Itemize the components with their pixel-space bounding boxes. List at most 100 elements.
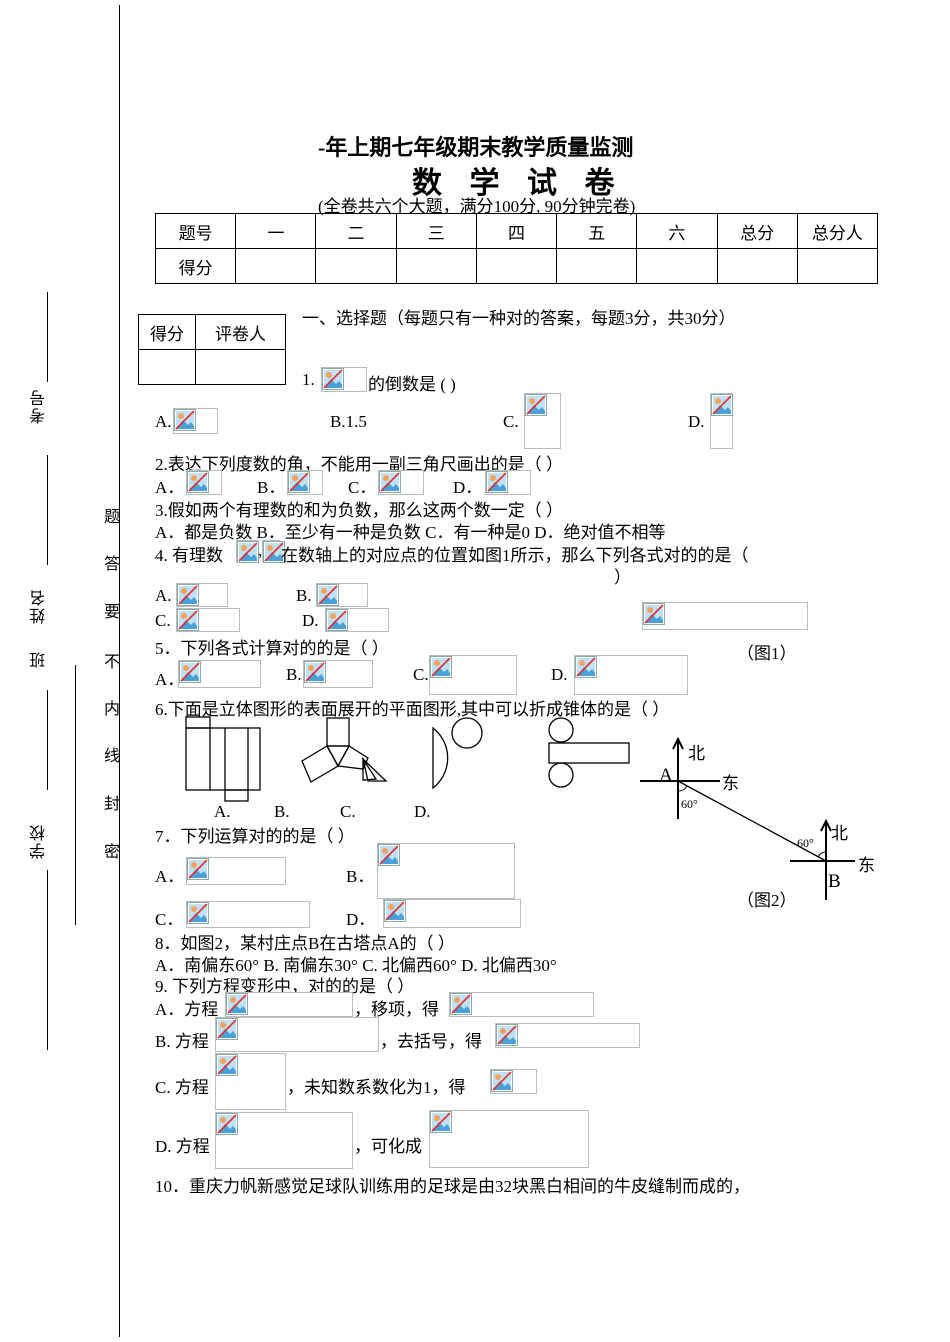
grader-score-label: 得分 [138,314,196,350]
score-cell[interactable] [475,248,558,284]
compass-point-b: B [828,871,841,892]
score-header: 四 [475,213,558,249]
q3-options: A．都是负数 B．至少有一种是负数 C．有一种是0 D．绝对值不相等 [155,523,666,542]
q5-option-d[interactable]: D. [551,665,568,684]
formula-image [178,660,261,688]
formula-image [429,655,517,695]
margin-line-blank-1 [47,292,48,382]
score-cell[interactable] [716,248,798,284]
score-header: 题号 [154,213,237,249]
net-figure-a [185,716,261,802]
compass-a-east: 东 [722,774,739,793]
q9-option-d-mid: ，可化成 [354,1137,422,1156]
q4-option-b[interactable]: B. [296,586,312,605]
q9-option-c-mid: ，未知数系数化为1，得 [287,1078,466,1097]
formula-image [262,540,280,562]
q6-stem: 6.下面是立体图形的表面展开的平面图形,其中可以折成锥体的是（ ） [155,700,670,719]
q5-stem: 5．下列各式计算对的的是（ ） [155,639,389,658]
score-cell[interactable] [235,248,317,284]
formula-image [325,608,389,632]
seal-char: 内 [103,701,120,718]
exam-subtitle: (全卷共六个大题，满分100分, 90分钟完卷) [318,197,636,216]
net-figure-b [301,717,388,783]
q9-option-b-pre: B. 方程 [155,1032,209,1051]
q10-stem: 10．重庆力帆新感觉足球队训练用的足球是由32块黑白相间的牛皮缝制而成的， [155,1177,750,1196]
q4-option-a[interactable]: A. [155,586,172,605]
q9-option-c-pre: C. 方程 [155,1078,209,1097]
score-header: 一 [235,213,317,249]
seal-char: 封 [103,796,120,813]
formula-image [176,608,240,632]
formula-image [186,470,222,495]
formula-image [186,857,286,885]
seal-char: 要 [103,604,120,621]
score-cell[interactable] [315,248,397,284]
margin-line-blank-3 [47,690,48,790]
exam-title-line1: -年上期七年级期末教学质量监测 [318,135,634,160]
q8-options: A．南偏东60° B. 南偏东30° C. 北偏西60° D. 北偏西30° [155,956,557,975]
seal-char: 线 [103,748,120,765]
q2-option-b[interactable]: B． [257,478,286,497]
q1-option-a[interactable]: A. [155,412,172,431]
grader-name-cell[interactable] [195,349,286,385]
label-ban: 班 [31,650,48,668]
score-cell[interactable] [395,248,477,284]
seal-char: 答 [103,556,120,573]
q6-option-c[interactable]: C. [340,802,356,821]
q4-stem-comma: , [258,541,263,560]
formula-image [429,1110,589,1168]
q1-option-b[interactable]: B.1.5 [330,412,367,431]
q6-option-b[interactable]: B. [274,802,290,821]
score-header: 总分人 [796,213,879,249]
score-cell[interactable] [556,248,638,284]
q7-option-a[interactable]: A． [155,867,185,886]
score-table: 题号 一 二 三 四 五 六 总分 总分人 得分 [154,213,879,284]
q4-option-d[interactable]: D. [302,611,319,630]
q7-option-c[interactable]: C． [155,910,184,929]
formula-image [378,470,424,495]
q2-stem: 2.表达下列度数的角，不能用一副三角尺画出的是（ ） [155,455,563,474]
q2-option-d[interactable]: D． [453,478,483,497]
score-header: 二 [315,213,397,249]
formula-image [215,1112,353,1169]
formula-image [236,540,258,562]
formula-image [303,660,373,688]
q7-option-d[interactable]: D． [346,910,376,929]
q6-option-a[interactable]: A. [214,802,231,821]
exam-title-line2: 数 学 试 卷 [412,167,625,200]
figure2-caption: （图2） [737,891,797,910]
net-figures [185,716,630,802]
q1-stem: 的倒数是 ( ) [368,375,456,394]
net-figure-d [548,717,630,788]
q1-option-d[interactable]: D. [688,412,705,431]
q5-option-a[interactable]: A． [155,670,185,689]
formula-image [176,583,228,607]
q1-option-c[interactable]: C. [503,412,519,431]
label-xuexiao: 学校 [31,823,48,859]
q2-option-c[interactable]: C． [348,478,377,497]
q6-option-d[interactable]: D. [414,802,431,821]
formula-image [215,1053,286,1110]
q5-option-b[interactable]: B. [286,665,302,684]
score-cell[interactable] [636,248,718,284]
formula-image [173,408,218,434]
q5-option-c[interactable]: C. [413,665,429,684]
q2-option-a[interactable]: A． [155,478,185,497]
score-cell[interactable] [796,248,879,284]
formula-image [186,901,310,928]
label-xingming: 姓名 [31,588,48,624]
q4-stem-pre: 4. 有理数 [155,546,223,565]
score-header: 六 [636,213,718,249]
seal-char: 不 [103,654,120,671]
q1-number: 1. [302,370,315,389]
score-row-label: 得分 [154,248,237,284]
formula-image [377,843,515,899]
grader-score-cell[interactable] [138,349,196,385]
q9-option-b-mid: ，去括号，得 [380,1032,482,1051]
q4-option-c[interactable]: C. [155,611,171,630]
formula-image [524,393,561,449]
q7-option-b[interactable]: B． [346,867,375,886]
grader-table: 得分 评卷人 [138,314,286,385]
margin-line-inner [75,665,76,925]
formula-image [287,470,323,495]
